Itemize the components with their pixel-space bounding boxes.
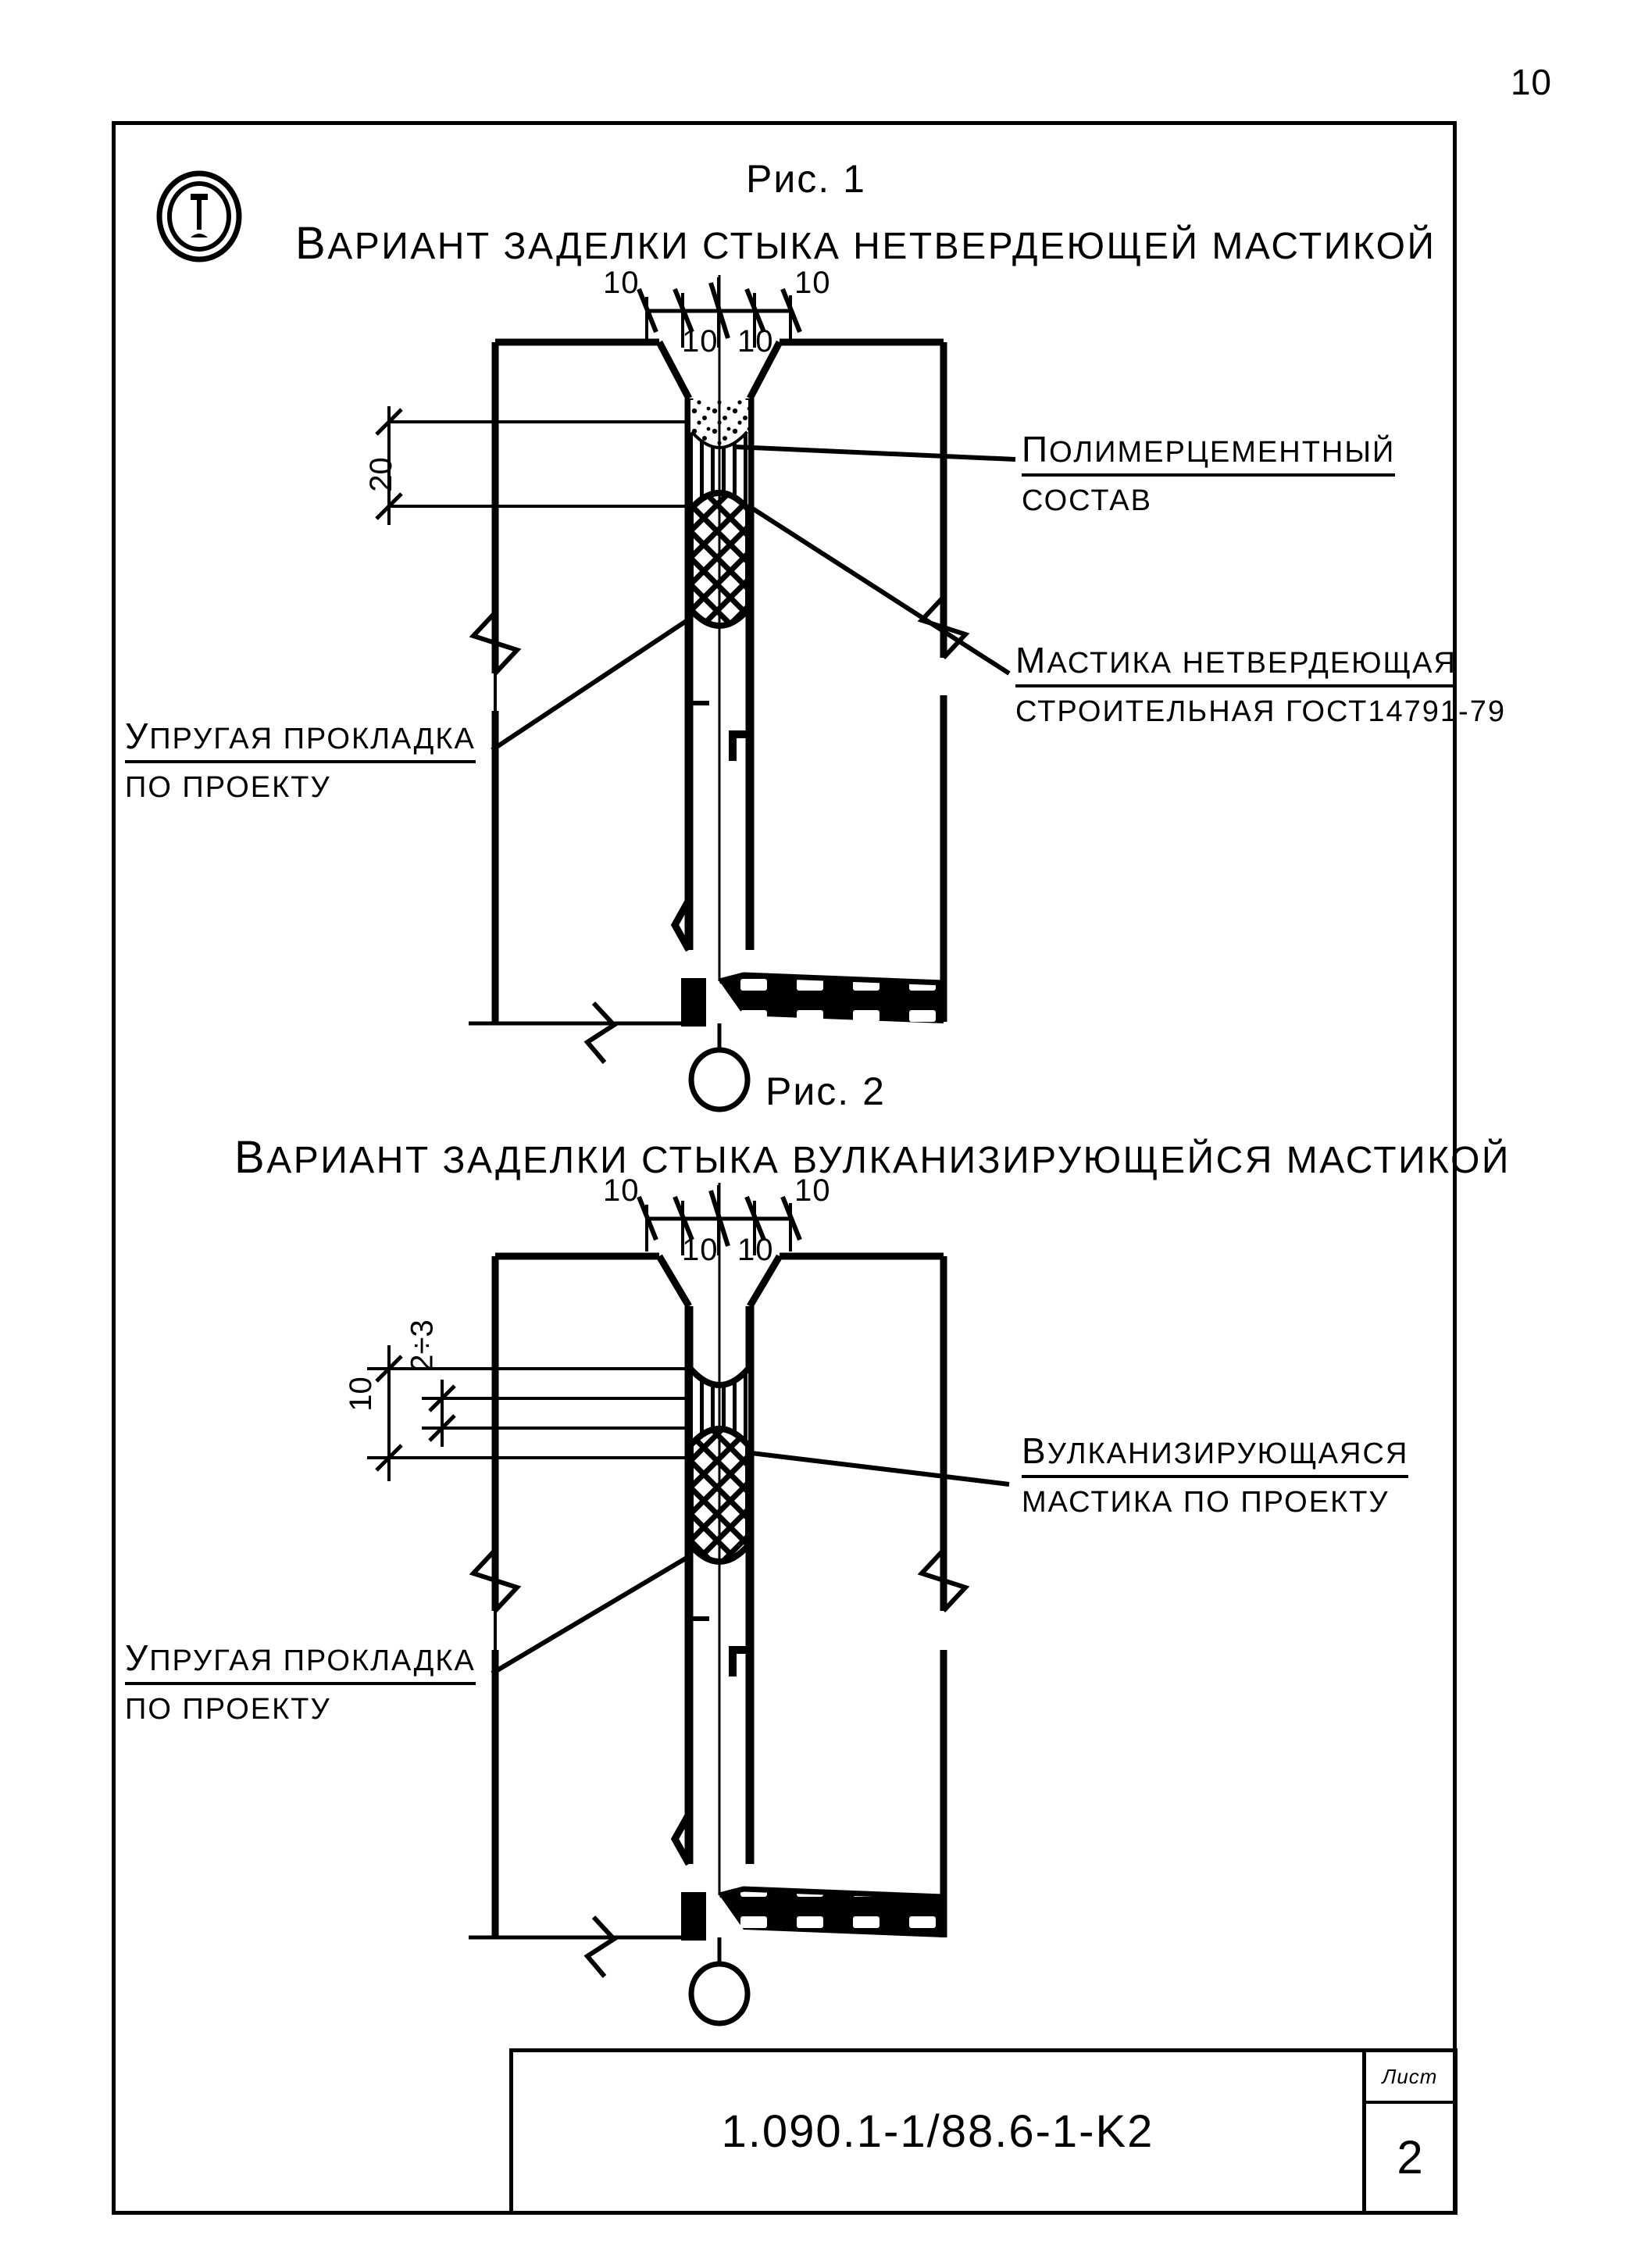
fig1-callout-gasket-line2: по проекту	[125, 771, 331, 804]
title-block: 1.090.1-1/88.6-1-K2 Лист 2	[509, 2048, 1458, 2215]
fig1-dim-right: 10	[794, 266, 831, 300]
sheet-number: 2	[1397, 2131, 1423, 2184]
page-number: 10	[1510, 62, 1552, 102]
fig2-subtitle: Вариант заделки стыка вулканизирующейся …	[234, 1132, 1511, 1183]
fig1-callout-gasket: Упругая прокладка по проекту	[125, 715, 476, 805]
fig1-dim-inner-right: 10	[737, 324, 774, 359]
fig2-dim-inner-left: 10	[682, 1233, 719, 1267]
fig1-subtitle: Вариант заделки стыка нетвердеющей масти…	[295, 218, 1436, 269]
fig2-callout-vulcanizing-mastic: Вулканизирующаяся мастика по проекту	[1022, 1430, 1409, 1519]
fig1-callout-mastic-line1: Мастика нетвердеющая	[1015, 639, 1457, 687]
title-block-code-cell: 1.090.1-1/88.6-1-K2	[513, 2052, 1366, 2211]
fig1-callout-polymer-cement: Полимерцементный состав	[1022, 428, 1396, 518]
fig2-dim-right: 10	[794, 1173, 831, 1208]
fig2-callout-vulcanizing-mastic-line1: Вулканизирующаяся	[1022, 1430, 1409, 1478]
fig2-dim-inner-right: 10	[737, 1233, 774, 1267]
fig2-callout-gasket-line2: по проекту	[125, 1693, 331, 1726]
fig1-callout-polymer-cement-line1: Полимерцементный	[1022, 428, 1396, 477]
fig1-callout-mastic-line2: строительная ГОСТ14791-79	[1015, 695, 1506, 728]
fig1-callout-gasket-line1: Упругая прокладка	[125, 715, 476, 763]
fig2-callout-gasket: Упругая прокладка по проекту	[125, 1637, 476, 1726]
title-block-sheet-cell: Лист 2	[1366, 2052, 1454, 2211]
fig2-dim-mastic-thickness: 2÷3	[405, 1319, 440, 1372]
fig1-dim-left: 10	[603, 266, 640, 300]
fig2-dim-left: 10	[603, 1173, 640, 1208]
drawing-code: 1.090.1-1/88.6-1-K2	[721, 2106, 1154, 2157]
sheet-label: Лист	[1366, 2052, 1454, 2104]
fig1-callout-polymer-cement-line2: состав	[1022, 484, 1152, 517]
fig2-dim-gasket-depth: 10	[343, 1377, 378, 1412]
fig1-callout-mastic: Мастика нетвердеющая строительная ГОСТ14…	[1015, 639, 1506, 729]
fig1-dim-gasket-depth: 20	[363, 457, 398, 492]
attention-exclamation-icon	[156, 170, 242, 262]
fig2-caption: Рис. 2	[765, 1069, 886, 1113]
fig2-callout-gasket-line1: Упругая прокладка	[125, 1637, 476, 1685]
fig1-caption: Рис. 1	[746, 157, 866, 201]
fig2-callout-vulcanizing-mastic-line2: мастика по проекту	[1022, 1486, 1390, 1519]
fig1-dim-inner-left: 10	[682, 324, 719, 359]
